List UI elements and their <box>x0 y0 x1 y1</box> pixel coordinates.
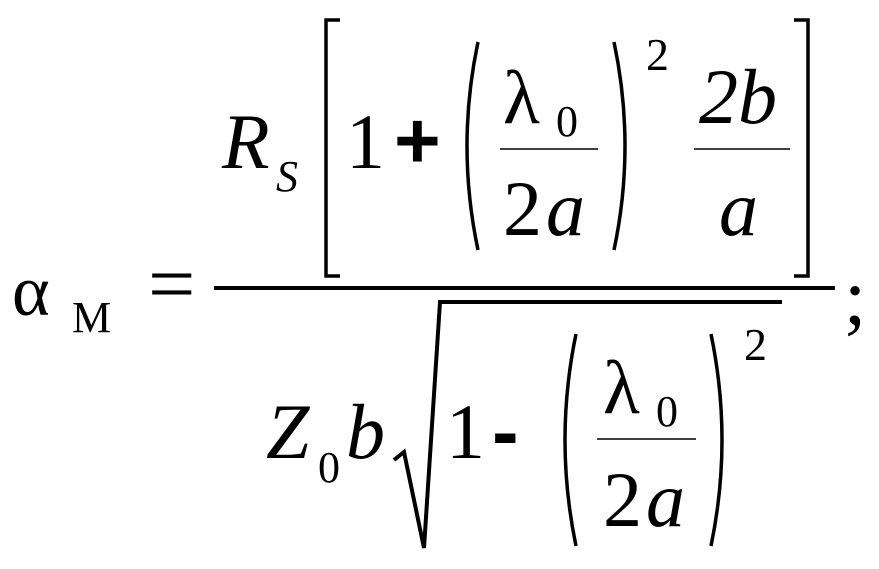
two-a-a-bottom: a <box>646 456 685 543</box>
alpha-symbol: α <box>12 251 50 331</box>
minus-sign: - <box>492 387 519 476</box>
two-a-two-top: 2 <box>503 165 542 252</box>
left-paren-bottom <box>563 333 578 547</box>
lambda-symbol-bottom: λ <box>603 346 640 430</box>
right-square-bracket <box>794 18 810 278</box>
lambda-symbol-top: λ <box>503 56 540 140</box>
right-paren-bottom <box>709 333 724 547</box>
two-a-two-bottom: 2 <box>603 456 642 543</box>
resistance-symbol: R <box>222 98 270 185</box>
impedance-subscript: 0 <box>318 443 340 492</box>
equals-sign: = <box>148 238 196 331</box>
resistance-subscript: S <box>276 152 298 201</box>
width-b-symbol: b <box>346 388 385 475</box>
numerator-one: 1 <box>346 98 385 185</box>
impedance-symbol: Z <box>266 388 310 475</box>
denominator-one: 1 <box>446 388 485 475</box>
left-paren-top <box>465 41 480 251</box>
left-square-bracket <box>324 18 340 278</box>
two-b-fraction-denominator: a <box>719 165 758 252</box>
exponent-top: 2 <box>646 29 669 80</box>
two-a-a-top: a <box>546 165 585 252</box>
exponent-bottom: 2 <box>744 319 767 370</box>
plus-sign: + <box>394 96 441 185</box>
alpha-subscript: M <box>72 293 112 342</box>
radical-sign <box>392 300 782 549</box>
lambda-subscript-bottom: 0 <box>656 387 678 436</box>
semicolon: ; <box>844 254 867 342</box>
right-paren-top <box>612 41 627 251</box>
lambda-subscript-top: 0 <box>556 97 578 146</box>
two-b-fraction-numerator: 2b <box>699 53 777 140</box>
